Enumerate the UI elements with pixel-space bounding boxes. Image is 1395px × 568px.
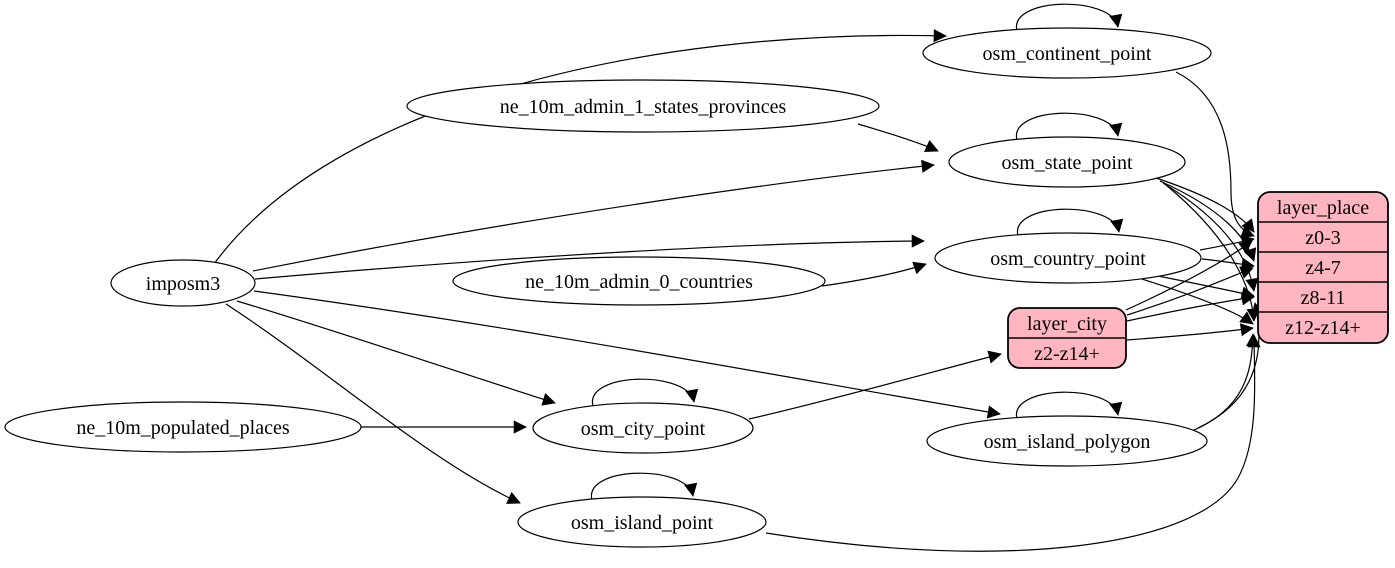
edge-osm_island_polygon-layer_place-z12-z14 [1191, 333, 1260, 432]
node-osm_island_polygon: osm_island_polygon [926, 415, 1208, 467]
layer_place-row-z0-3: z0-3 [1305, 227, 1341, 249]
edge-imposm3-osm_island_point [225, 303, 521, 504]
osm_country_point-label: osm_country_point [990, 248, 1146, 270]
edge-osm_country_point-layer_place-z0-3 [1199, 235, 1255, 251]
edge-ne_10m_admin_1_states_provinces-osm_state_point [857, 123, 939, 153]
edge-osm_country_point-layer_place-z12-z14 [1141, 278, 1254, 325]
self-loop-osm_city_point [592, 378, 699, 407]
osm_city_point-label: osm_city_point [581, 418, 706, 440]
osm_island_point-label: osm_island_point [571, 512, 714, 534]
osm_continent_point-label: osm_continent_point [983, 43, 1152, 65]
layer_place-row-z8-11: z8-11 [1301, 287, 1346, 309]
ne_10m_populated_places-label: ne_10m_populated_places [76, 417, 289, 439]
edge-imposm3-osm_country_point [254, 234, 925, 280]
edge-layer_city-layer_place-z4-7 [1126, 266, 1254, 316]
edge-imposm3-osm_continent_point [213, 29, 947, 265]
self-loop-osm_continent_point [1016, 3, 1123, 32]
edge-ne_10m_admin_0_countries-osm_country_point [821, 261, 927, 287]
osm_state_point-label: osm_state_point [1001, 152, 1133, 174]
edge-layer_city-layer_place-z0-3 [1125, 240, 1253, 311]
node-ne_10m_populated_places: ne_10m_populated_places [4, 401, 362, 453]
edge-osm_state_point-layer_place-z8-11 [1162, 182, 1259, 292]
node-osm_country_point: osm_country_point [934, 232, 1202, 284]
layer_place-row-z12-z14: z12-z14+ [1285, 317, 1361, 339]
edge-osm_country_point-layer_place-z8-11 [1157, 275, 1255, 300]
edge-imposm3-osm_state_point [252, 159, 935, 272]
node-imposm3: imposm3 [110, 259, 256, 307]
imposm3-label: imposm3 [146, 273, 220, 295]
node-osm_continent_point: osm_continent_point [922, 27, 1212, 79]
layer_place-title: layer_place [1277, 197, 1369, 219]
node-layer_city: layer_city z2-z14+ [1007, 307, 1127, 369]
edge-imposm3-osm_city_point [236, 300, 556, 406]
node-osm_state_point: osm_state_point [948, 136, 1186, 188]
edge-osm_state_point-layer_place-z0-3 [1155, 177, 1255, 233]
ne_10m_admin_0_countries-label: ne_10m_admin_0_countries [525, 271, 753, 293]
node-osm_city_point: osm_city_point [532, 402, 754, 454]
edge-osm_continent_point-layer_place-z0-3 [1175, 71, 1255, 238]
edge-layer_city-layer_place-z8-11 [1126, 292, 1255, 322]
edge-layer [213, 3, 1265, 552]
osm_island_polygon-label: osm_island_polygon [984, 431, 1151, 453]
node-layer_place: layer_place z0-3 z4-7 z8-11 z12-z14+ [1257, 191, 1389, 344]
node-ne_10m_admin_0_countries: ne_10m_admin_0_countries [452, 256, 826, 306]
ne_10m_admin_1_states_provinces-label: ne_10m_admin_1_states_provinces [500, 96, 787, 118]
layer_city-row-z2-z14: z2-z14+ [1034, 343, 1100, 365]
edge-osm_country_point-layer_place-z4-7 [1201, 257, 1255, 271]
edge-osm_island_point-layer_place-z12-z14 [765, 334, 1261, 552]
self-loop-osm_island_point [591, 472, 698, 501]
edge-osm_city_point-layer_city-z2-z14 [748, 350, 1002, 420]
edge-layer_city-layer_place-z12-z14 [1126, 323, 1254, 341]
edge-imposm3-osm_island_polygon [253, 290, 1001, 419]
node-osm_island_point: osm_island_point [517, 496, 767, 548]
self-loop-osm_island_polygon [1016, 391, 1123, 420]
layer_place-row-z4-7: z4-7 [1305, 257, 1341, 279]
self-loop-osm_country_point [1017, 208, 1124, 237]
layer_city-title: layer_city [1027, 313, 1107, 335]
self-loop-osm_state_point [1016, 112, 1123, 141]
node-ne_10m_admin_1_states_provinces: ne_10m_admin_1_states_provinces [406, 79, 880, 133]
